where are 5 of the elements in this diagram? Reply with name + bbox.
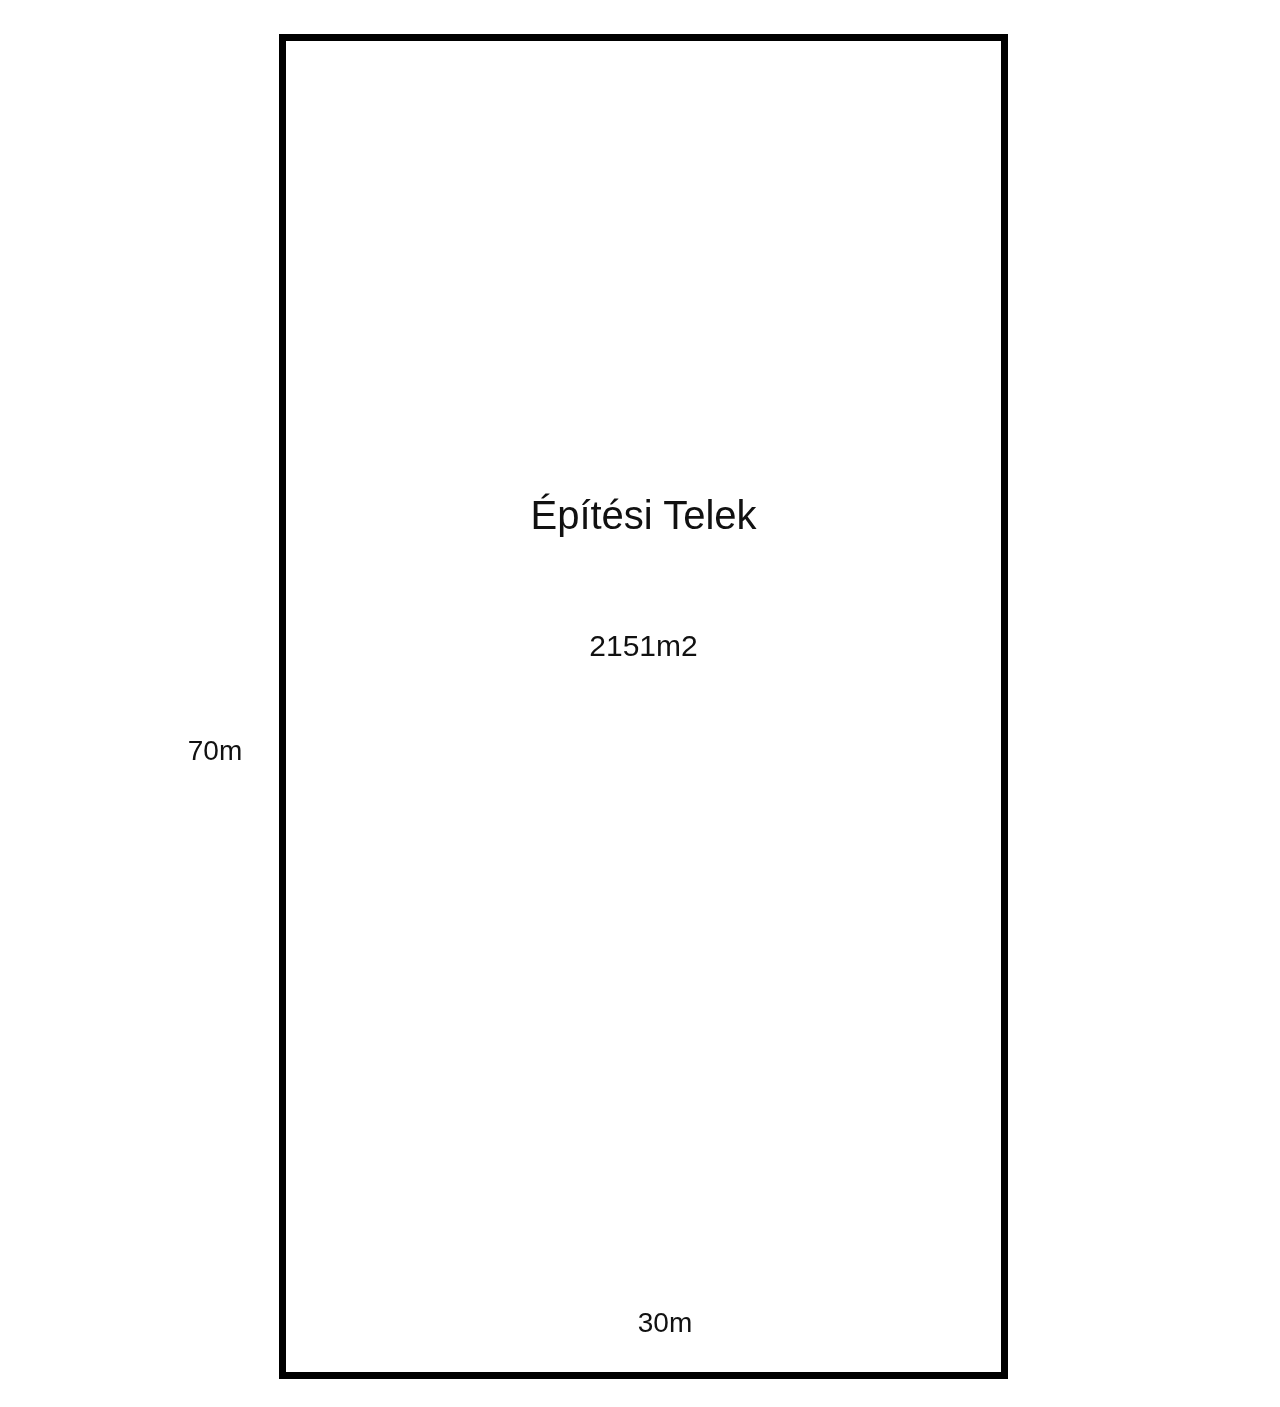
plot-outline [279, 34, 1008, 1379]
dimension-label: 70m [187, 734, 243, 768]
dimension-label: 30m [637, 1306, 693, 1340]
area-label: 2151m2 [589, 628, 698, 664]
plot-title: Építési Telek [530, 492, 757, 539]
